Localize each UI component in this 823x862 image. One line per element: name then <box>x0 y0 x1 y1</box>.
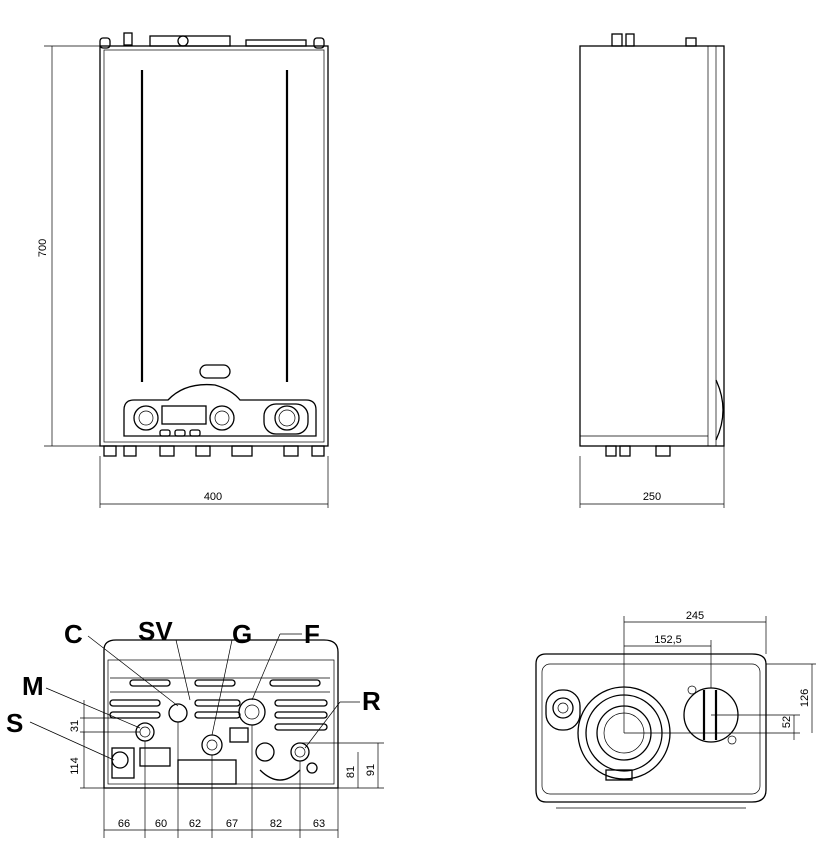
label-f: F <box>304 619 320 649</box>
front-view: 700 400 <box>37 32 329 508</box>
label-m: M <box>22 671 44 701</box>
depth-dimension: 250 <box>643 491 661 503</box>
dim-114: 114 <box>69 757 81 775</box>
side-casing <box>579 45 725 447</box>
fitting-r <box>290 742 310 762</box>
logo-badge <box>199 364 231 379</box>
boiler-casing <box>99 45 329 447</box>
top-outline <box>535 653 767 803</box>
fitting-f <box>238 698 266 726</box>
dim-82: 82 <box>270 818 282 830</box>
fitting-c <box>168 703 188 723</box>
bottom-view: 66 60 62 67 82 63 31 114 81 91 C SV G <box>6 616 384 838</box>
height-dimension: 700 <box>37 239 49 257</box>
dim-63: 63 <box>313 818 325 830</box>
right-dial <box>209 405 235 431</box>
left-port <box>552 697 574 719</box>
control-panel <box>123 383 317 437</box>
width-dimension: 400 <box>204 491 222 503</box>
left-dial <box>133 405 159 431</box>
dim-62: 62 <box>189 818 201 830</box>
label-g: G <box>232 619 252 649</box>
label-r: R <box>362 686 381 716</box>
dim-52: 52 <box>781 716 793 728</box>
lcd-display <box>161 405 207 425</box>
fitting-g <box>201 734 223 756</box>
top-view: 245 152,5 126 52 <box>535 610 816 809</box>
pressure-gauge <box>274 405 300 431</box>
dim-81: 81 <box>345 766 357 778</box>
dim-66: 66 <box>118 818 130 830</box>
bottom-outline <box>103 639 339 789</box>
dim-31: 31 <box>69 720 81 732</box>
label-sv: SV <box>138 616 173 646</box>
dim-60: 60 <box>155 818 167 830</box>
dim-126: 126 <box>799 689 811 707</box>
dim-245: 245 <box>686 610 704 622</box>
label-s: S <box>6 708 23 738</box>
fitting-s <box>111 751 129 769</box>
dim-152-5: 152,5 <box>654 634 682 646</box>
label-c: C <box>64 619 83 649</box>
dim-91: 91 <box>365 764 377 776</box>
side-view: 250 <box>579 33 725 508</box>
dim-67: 67 <box>226 818 238 830</box>
